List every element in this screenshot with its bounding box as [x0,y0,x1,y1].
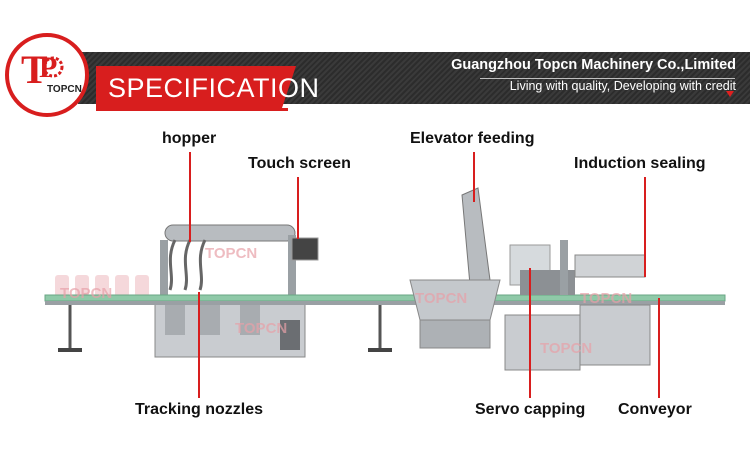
watermark-text: TOPCN [540,340,592,357]
title-underline [96,108,288,111]
filler-post [288,235,296,295]
tracking-nozzles [168,239,207,291]
gear-logo-icon: T P [21,47,64,92]
svg-text:P: P [39,51,57,84]
label-induction-sealing: Induction sealing [574,155,706,172]
touch-screen-panel [291,237,319,261]
watermark-text: TOPCN [60,285,112,302]
elevator-chute [461,187,491,286]
filler-panel [165,305,185,335]
watermark-text: TOPCN [235,320,287,337]
label-servo-capping: Servo capping [475,401,586,418]
label-hopper: hopper [162,130,217,147]
conveyor-feet [58,348,392,352]
pointer-touch-screen [297,177,299,239]
company-slogan: Living with quality, Developing with cre… [509,79,736,93]
page-title: SPECIFICATION [108,73,320,103]
capper-post [560,240,568,295]
pointer-nozzles [198,292,200,398]
pointer-capping [529,268,531,398]
capper-cabinet [504,314,581,371]
company-name: Guangzhou Topcn Machinery Co.,Limited [451,57,736,73]
filler-post [160,240,168,295]
filler-panel-dark [280,320,300,350]
conveyor-legs [68,305,382,350]
pointer-hopper [189,152,191,242]
pointer-induction [644,177,646,277]
production-line-illustration: TOPCN TOPCN TOPCN TOPCN TOPCN TOPCN [44,187,726,371]
company-divider [480,78,735,79]
filler-panel [240,305,260,335]
watermark-text: TOPCN [205,245,257,262]
conveyor-rail [45,301,725,305]
bottles [55,275,149,297]
title-banner [96,66,296,108]
hopper-tank [164,224,296,242]
triangle-marker-icon [726,91,734,97]
watermark-text: TOPCN [580,290,632,307]
watermark-text: TOPCN [415,290,467,307]
induction-sealer-head [574,254,646,278]
filler-panel [200,305,220,335]
sealer-cabinet [579,304,651,366]
label-conveyor: Conveyor [618,401,692,418]
elevator-base [419,319,491,349]
pointer-conveyor [658,298,660,398]
pointer-elevator [473,152,475,202]
logo-text: TOPCN [47,84,82,95]
label-elevator-feeding: Elevator feeding [410,130,535,147]
label-tracking-nozzles: Tracking nozzles [135,401,264,418]
label-touch-screen: Touch screen [248,155,351,172]
topcn-logo: T P [5,33,89,117]
